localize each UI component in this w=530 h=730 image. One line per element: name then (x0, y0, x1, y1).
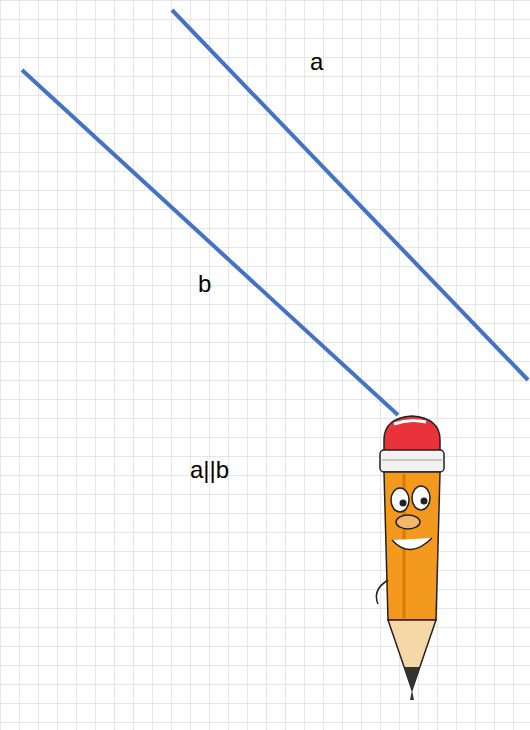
line-b (22, 70, 398, 415)
line-label: a||b (190, 458, 229, 482)
line-a (172, 10, 528, 380)
pencil-cartoon (376, 416, 444, 700)
line-label: b (198, 272, 211, 296)
line-label: a (310, 50, 323, 74)
